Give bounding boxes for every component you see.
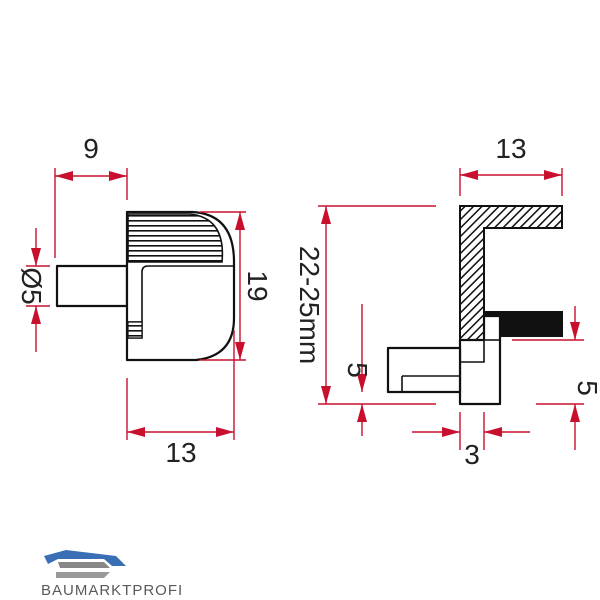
dim-top-9: 9 bbox=[83, 133, 99, 164]
small-rib bbox=[127, 321, 143, 339]
dim-right-5: 5 bbox=[572, 380, 600, 396]
logo-text: BAUMARKTPROFI bbox=[41, 582, 183, 599]
inner-step bbox=[128, 265, 234, 339]
dim-inner-5-left: 5 bbox=[342, 362, 373, 378]
dim-diameter-5: Ø5 bbox=[16, 267, 47, 304]
right-view bbox=[386, 205, 563, 406]
pin-shape bbox=[55, 264, 129, 308]
baumarktprofi-logo: BAUMARKTPROFI bbox=[41, 550, 183, 599]
logo-roof-icon bbox=[44, 550, 126, 566]
dim-right-19: 19 bbox=[242, 270, 273, 301]
left-view-dimensions: 9 Ø5 19 13 bbox=[16, 133, 273, 468]
dim-top-13: 13 bbox=[495, 133, 526, 164]
left-view bbox=[55, 210, 236, 362]
pin-side bbox=[386, 346, 462, 394]
ribbed-area bbox=[127, 213, 224, 263]
dim-bottom-3: 3 bbox=[464, 439, 480, 470]
dim-overall-22-25mm: 22-25mm bbox=[294, 246, 325, 364]
dim-bottom-13: 13 bbox=[165, 437, 196, 468]
right-view-dimensions: 13 22-25mm 5 5 3 bbox=[294, 133, 600, 470]
